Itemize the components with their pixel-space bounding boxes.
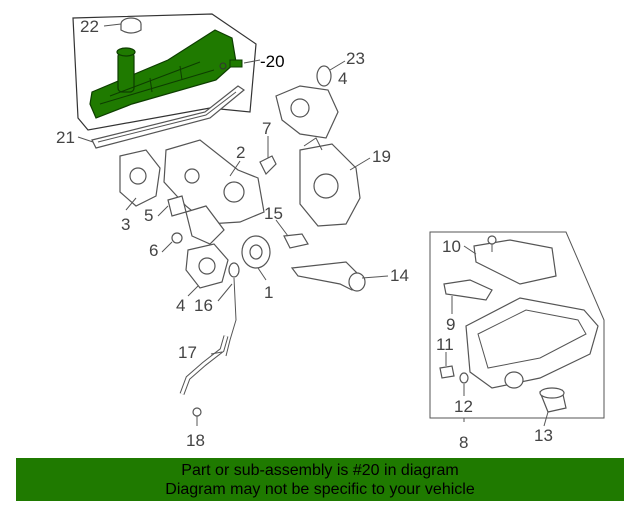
banner-line-1: Part or sub-assembly is #20 in diagram [181, 462, 459, 479]
label-5: 5 [144, 206, 153, 225]
label-18: 18 [186, 431, 205, 450]
label-9: 9 [446, 315, 455, 334]
label-13: 13 [534, 426, 553, 445]
valve-cover-assembly-highlight[interactable] [72, 13, 257, 131]
label-12: 12 [454, 397, 473, 416]
oil-pump-part[interactable] [185, 243, 229, 289]
label-20: -20 [260, 52, 285, 71]
label-1: 1 [264, 283, 273, 302]
dipstick-tube-part[interactable] [179, 335, 229, 395]
label-7: 7 [262, 119, 271, 138]
gasket-15-part[interactable] [283, 233, 309, 249]
label-4-lower: 4 [176, 296, 185, 315]
gasket-part[interactable] [167, 195, 187, 217]
info-banner: Part or sub-assembly is #20 in diagram D… [16, 458, 624, 501]
label-3: 3 [121, 215, 130, 234]
rear-cover-part[interactable] [275, 65, 339, 139]
label-8: 8 [459, 433, 468, 452]
left-cover-part[interactable] [119, 149, 161, 207]
timing-cover-part[interactable] [163, 139, 265, 225]
washer-part[interactable] [459, 372, 469, 384]
label-4-top: 4 [338, 69, 347, 88]
label-11: 11 [436, 335, 454, 354]
pickup-tube-part[interactable] [290, 261, 366, 292]
leader-lines [77, 23, 549, 427]
bracket-part[interactable] [443, 279, 493, 301]
o-ring-part[interactable] [171, 232, 183, 244]
crank-pulley-part[interactable] [241, 235, 271, 269]
banner-line-2: Diagram may not be specific to your vehi… [165, 481, 475, 498]
label-23: 23 [346, 49, 365, 68]
label-15: 15 [264, 204, 283, 223]
water-pump-housing-part[interactable] [299, 137, 361, 227]
valve-cover-gasket-part[interactable] [91, 85, 246, 149]
label-10: 10 [442, 237, 461, 256]
label-22: 22 [80, 17, 99, 36]
o-ring-18-part[interactable] [192, 407, 202, 417]
label-17: 17 [178, 343, 197, 362]
dipstick-part[interactable] [225, 262, 240, 357]
oil-pan-part[interactable] [465, 297, 599, 389]
front-cover-block-part[interactable] [185, 205, 225, 245]
label-2: 2 [236, 143, 245, 162]
callout-labels: 22 -20 21 23 4 7 2 19 3 5 15 6 14 1 4 16… [56, 17, 553, 452]
label-21: 21 [56, 128, 75, 147]
label-6: 6 [149, 241, 158, 260]
baffle-plate-part[interactable] [473, 239, 557, 285]
oil-filter-part[interactable] [539, 387, 567, 413]
label-14: 14 [390, 266, 409, 285]
drain-plug-part[interactable] [439, 365, 455, 379]
sensor-part[interactable] [259, 155, 277, 176]
label-16: 16 [194, 296, 213, 315]
label-19: 19 [372, 147, 391, 166]
oil-cap-part[interactable] [120, 17, 142, 34]
bolt-part[interactable] [487, 235, 497, 252]
